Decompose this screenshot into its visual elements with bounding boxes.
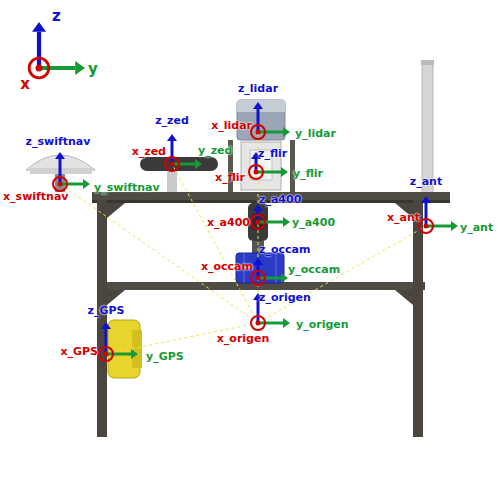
x-axis-dot <box>58 182 63 187</box>
z-arrowhead <box>167 134 177 141</box>
z-arrowhead <box>32 22 46 32</box>
frame-axes <box>29 22 85 78</box>
x-axis-dot <box>36 65 43 72</box>
axis-label: z <box>52 8 61 25</box>
x-axis-circle <box>251 215 265 229</box>
y-axis <box>39 66 75 70</box>
axis-label: x_occam <box>201 260 253 273</box>
y-axis <box>256 171 281 174</box>
y-axis <box>426 225 451 228</box>
y-axis <box>258 277 281 280</box>
z-arrowhead <box>253 258 263 265</box>
axis-label: y_a400 <box>292 216 335 229</box>
frame-axes <box>99 322 138 361</box>
x-axis-circle <box>53 177 67 191</box>
x-axis-circle <box>165 157 179 171</box>
axis-label: x_swiftnav <box>3 190 69 203</box>
x-axis-circle <box>99 347 113 361</box>
x-axis-circle <box>251 125 265 139</box>
axis-label: y_lidar <box>295 127 336 140</box>
axis-label: z_origen <box>259 291 311 304</box>
axis-label: y_occam <box>288 263 340 276</box>
axis-label: x_zed <box>132 145 166 158</box>
z-axis <box>257 109 260 132</box>
axis-label: x_ant <box>387 211 420 224</box>
axis-label: x <box>20 76 30 93</box>
axis-label: z_zed <box>155 114 189 127</box>
frame-axes <box>251 204 290 229</box>
x-axis-dot <box>104 352 109 357</box>
y-arrowhead <box>283 318 290 328</box>
axis-label: y_flir <box>293 167 323 180</box>
y-arrowhead <box>195 159 202 169</box>
x-axis-dot <box>256 130 261 135</box>
y-arrowhead <box>83 179 90 189</box>
x-axis-dot <box>424 224 429 229</box>
axis-label: z_flir <box>258 147 287 160</box>
y-axis <box>172 163 195 166</box>
x-axis-dot <box>170 162 175 167</box>
z-arrowhead <box>421 196 431 203</box>
y-arrowhead <box>281 273 288 283</box>
axis-label: y_ant <box>460 221 493 234</box>
frame-axes <box>419 196 458 233</box>
y-axis <box>60 183 83 186</box>
x-axis-circle <box>419 219 433 233</box>
axis-label: y <box>88 61 98 78</box>
frame-axes <box>251 102 290 139</box>
axis-label: x_origen <box>217 332 270 345</box>
z-axis <box>425 203 428 226</box>
frame-axes <box>251 258 288 285</box>
x-axis-dot <box>256 276 261 281</box>
x-axis-circle <box>251 271 265 285</box>
y-axis <box>258 322 283 325</box>
x-axis-circle <box>249 165 263 179</box>
z-axis <box>105 329 108 354</box>
axis-label: x_lidar <box>211 119 252 132</box>
frame-axes <box>165 134 202 171</box>
y-arrowhead <box>131 349 138 359</box>
z-axis <box>171 141 174 164</box>
x-axis-dot <box>256 220 261 225</box>
x-axis-circle <box>29 58 49 78</box>
y-arrowhead <box>283 127 290 137</box>
y-arrowhead <box>283 217 290 227</box>
z-arrowhead <box>55 152 65 159</box>
axis-label: z_a400 <box>259 193 301 206</box>
axis-label: x_GPS <box>60 345 98 358</box>
frame-axes <box>53 152 90 191</box>
z-axis <box>59 159 62 184</box>
axis-label: y_swiftnav <box>94 181 160 194</box>
axis-label: z_ant <box>410 175 442 188</box>
axis-label: y_origen <box>296 318 349 331</box>
y-axis <box>258 131 283 134</box>
axis-label: y_zed <box>198 144 232 157</box>
x-axis-dot <box>256 321 261 326</box>
axis-label: x_flir <box>215 171 245 184</box>
y-arrowhead <box>451 221 458 231</box>
axis-label: z_swiftnav <box>26 135 91 148</box>
y-arrowhead <box>281 167 288 177</box>
x-axis-circle <box>251 316 265 330</box>
x-axis-dot <box>254 170 259 175</box>
axis-label: z_lidar <box>238 82 278 95</box>
axis-label: x_a400 <box>207 216 250 229</box>
axis-label: z_occam <box>259 243 310 256</box>
y-arrowhead <box>75 61 85 75</box>
y-axis <box>258 221 283 224</box>
axis-label: y_GPS <box>146 350 184 363</box>
y-axis <box>106 353 131 356</box>
z-arrowhead <box>101 322 111 329</box>
axis-label: z_GPS <box>88 304 125 317</box>
z-arrowhead <box>253 102 263 109</box>
z-axis <box>37 32 41 68</box>
